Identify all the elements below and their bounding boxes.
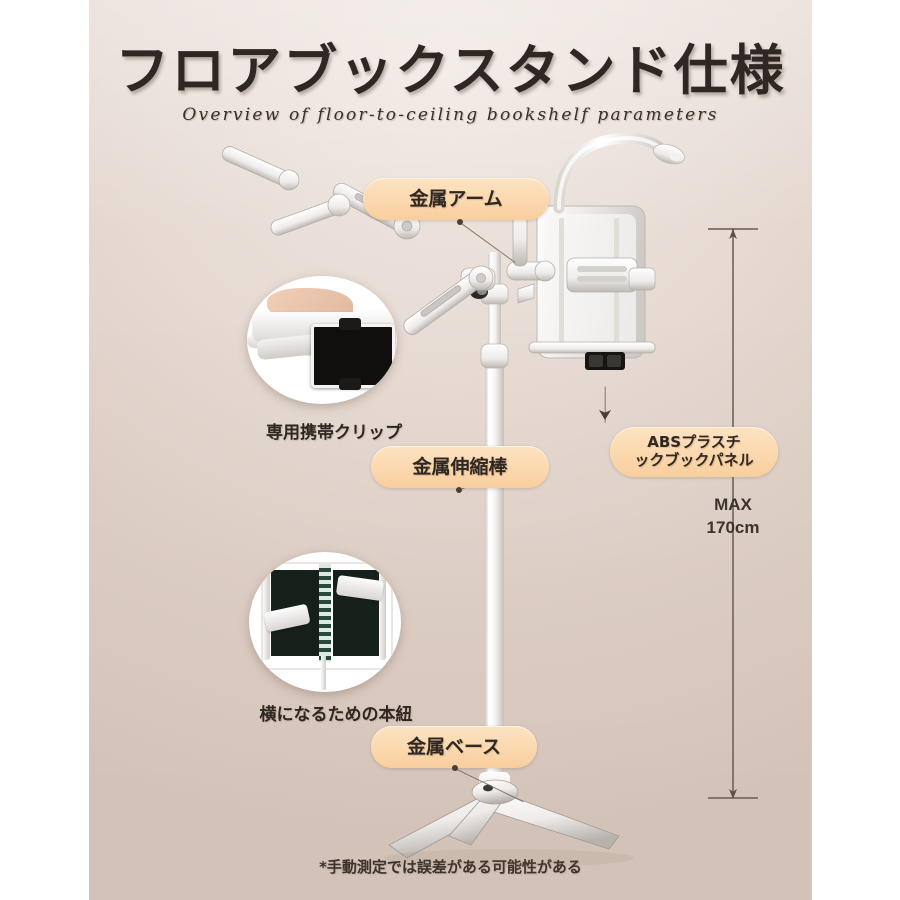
- label-telescoping-rod[interactable]: 金属伸縮棒: [371, 446, 549, 488]
- page-subtitle: Overview of floor-to-ceiling bookshelf p…: [182, 105, 719, 125]
- dimension-line-vertical: [732, 228, 734, 798]
- clip-grip-top: [339, 318, 361, 330]
- inset-book-strap[interactable]: [249, 552, 401, 692]
- book-support-post: [321, 656, 326, 690]
- dimension-arrow-icon: [729, 229, 737, 239]
- leader-dot-telescoping-rod: [456, 487, 462, 493]
- book-post-right: [379, 568, 386, 660]
- letterbox-right: [812, 0, 900, 900]
- label-metal-arm[interactable]: 金属アーム: [363, 178, 549, 220]
- max-value: 170cm: [706, 517, 760, 537]
- label-abs-book-panel[interactable]: ABSプラスチ ックブックパネル: [610, 427, 778, 477]
- label-abs-line1: ABSプラスチ: [647, 433, 741, 452]
- caption-book-strap: 横になるための本紐: [259, 705, 413, 725]
- inset-phone-clip[interactable]: [247, 276, 397, 404]
- measurement-footnote: *手動測定では誤差がある可能性がある: [319, 858, 582, 876]
- label-abs-line2: ックブックパネル: [634, 451, 754, 469]
- arrow-down-icon: [599, 410, 611, 420]
- label-telescoping-rod-text: 金属伸縮棒: [412, 455, 508, 478]
- page-title: フロアブックスタンド仕様: [115, 39, 786, 102]
- photo-canvas: MAX 170cm フロアブックスタンド仕様 Overview of floor…: [89, 0, 812, 900]
- leader-dot-metal-base: [452, 765, 458, 771]
- dimension-arrow-icon-bottom: [729, 789, 737, 799]
- book-spine-strap: [319, 564, 331, 662]
- dimension-tick-top: [708, 228, 758, 230]
- max-height-dimension: MAX 170cm: [685, 494, 781, 540]
- book-frame-illustration: [261, 562, 393, 670]
- caption-phone-clip: 専用携帯クリップ: [266, 423, 402, 443]
- clip-grip-bottom: [339, 378, 361, 390]
- leader-dot-metal-arm: [457, 219, 463, 225]
- label-metal-base-text: 金属ベース: [406, 735, 502, 758]
- label-metal-arm-text: 金属アーム: [409, 187, 503, 210]
- letterbox-left: [0, 0, 89, 900]
- label-metal-base[interactable]: 金属ベース: [371, 726, 537, 768]
- max-label: MAX: [714, 495, 752, 514]
